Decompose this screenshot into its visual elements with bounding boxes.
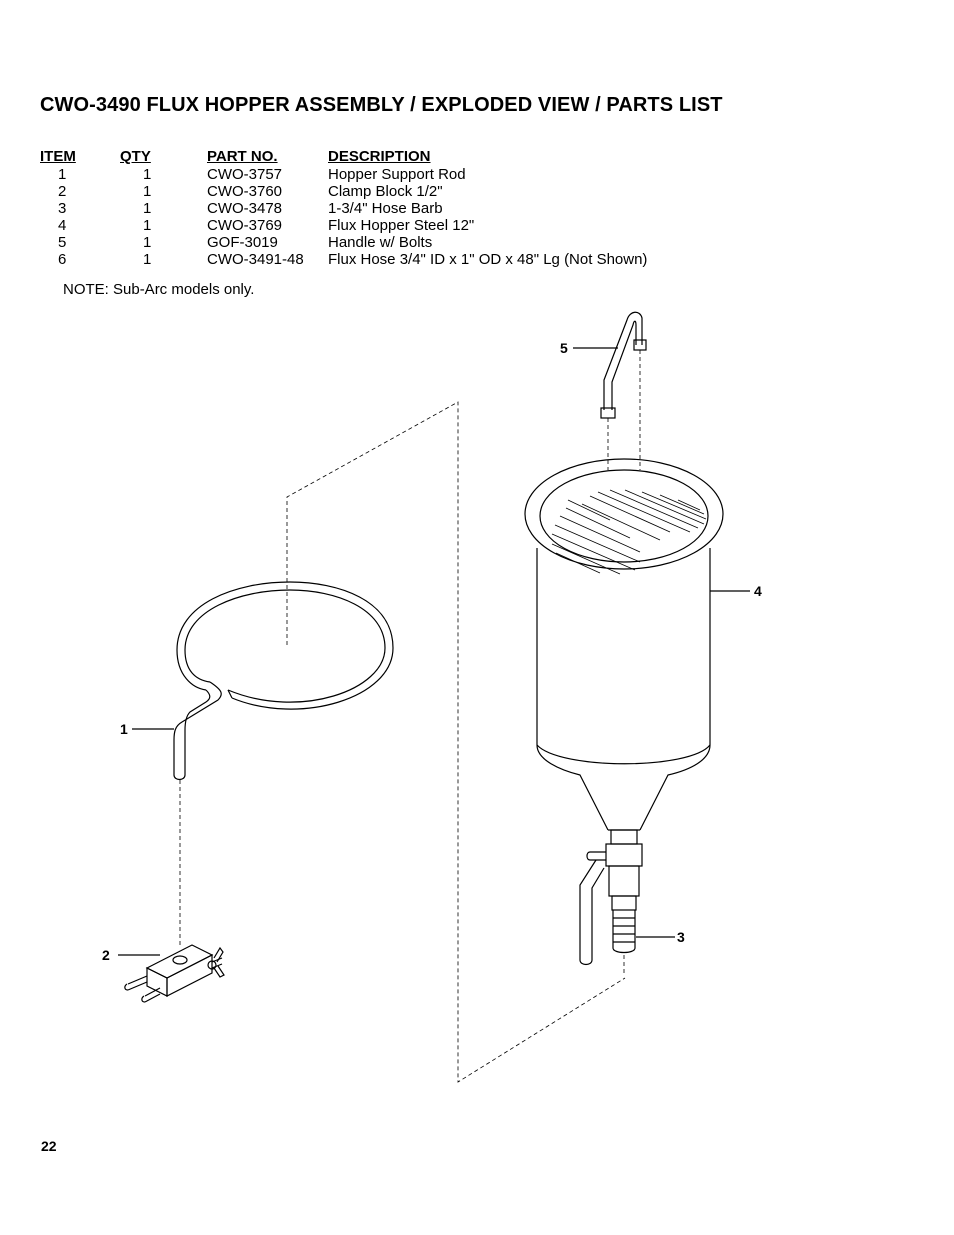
page-number: 22	[41, 1138, 57, 1154]
table-row: 5 1 GOF-3019 Handle w/ Bolts	[40, 234, 647, 251]
hopper-support-rod	[173, 581, 394, 781]
cell-description: Flux Hopper Steel 12"	[328, 217, 475, 234]
cell-item: 3	[58, 200, 67, 217]
table-row: 6 1 CWO-3491-48 Flux Hose 3/4" ID x 1" O…	[40, 251, 647, 268]
table-row: 2 1 CWO-3760 Clamp Block 1/2"	[40, 183, 647, 200]
cell-item: 4	[58, 217, 67, 234]
callout-3: 3	[677, 929, 685, 945]
clamp-block	[124, 944, 225, 1003]
cell-qty: 1	[143, 200, 152, 217]
hopper-handle	[600, 311, 647, 419]
cell-description: Handle w/ Bolts	[328, 234, 433, 251]
cell-part-no: CWO-3478	[207, 200, 283, 217]
cell-part-no: GOF-3019	[207, 234, 278, 251]
header-description: DESCRIPTION	[328, 148, 431, 165]
note-text: NOTE: Sub-Arc models only.	[63, 281, 255, 298]
callout-1: 1	[120, 721, 128, 737]
callout-leaders	[118, 347, 750, 956]
cell-part-no: CWO-3769	[207, 217, 283, 234]
cell-description: 1-3/4" Hose Barb	[328, 200, 443, 217]
table-row: 3 1 CWO-3478 1-3/4" Hose Barb	[40, 200, 647, 217]
page-title: CWO-3490 FLUX HOPPER ASSEMBLY / EXPLODED…	[40, 94, 723, 116]
cell-qty: 1	[143, 183, 152, 200]
table-row: 4 1 CWO-3769 Flux Hopper Steel 12"	[40, 217, 647, 234]
cell-part-no: CWO-3760	[207, 183, 283, 200]
table-row: 1 1 CWO-3757 Hopper Support Rod	[40, 166, 647, 183]
cell-qty: 1	[143, 251, 152, 268]
callout-4: 4	[754, 583, 762, 599]
cell-item: 6	[58, 251, 67, 268]
flux-hopper	[524, 458, 724, 831]
header-qty: QTY	[120, 148, 151, 165]
cell-qty: 1	[143, 217, 152, 234]
cell-part-no: CWO-3757	[207, 166, 283, 183]
cell-description: Hopper Support Rod	[328, 166, 466, 183]
parts-table: ITEM QTY PART NO. DESCRIPTION 1 1 CWO-37…	[40, 148, 647, 268]
cell-description: Clamp Block 1/2"	[328, 183, 443, 200]
cell-qty: 1	[143, 166, 152, 183]
callout-5: 5	[560, 340, 568, 356]
callout-2: 2	[102, 947, 110, 963]
cell-item: 1	[58, 166, 67, 183]
cell-item: 5	[58, 234, 67, 251]
assembly-guide-lines	[179, 350, 641, 1083]
cell-qty: 1	[143, 234, 152, 251]
hopper-grate	[551, 489, 707, 575]
hose-barb-valve	[579, 829, 643, 966]
parts-table-header: ITEM QTY PART NO. DESCRIPTION	[40, 148, 647, 166]
cell-item: 2	[58, 183, 67, 200]
header-item: ITEM	[40, 148, 76, 165]
header-part-no: PART NO.	[207, 148, 278, 165]
cell-description: Flux Hose 3/4" ID x 1" OD x 48" Lg (Not …	[328, 251, 648, 268]
cell-part-no: CWO-3491-48	[207, 251, 304, 268]
